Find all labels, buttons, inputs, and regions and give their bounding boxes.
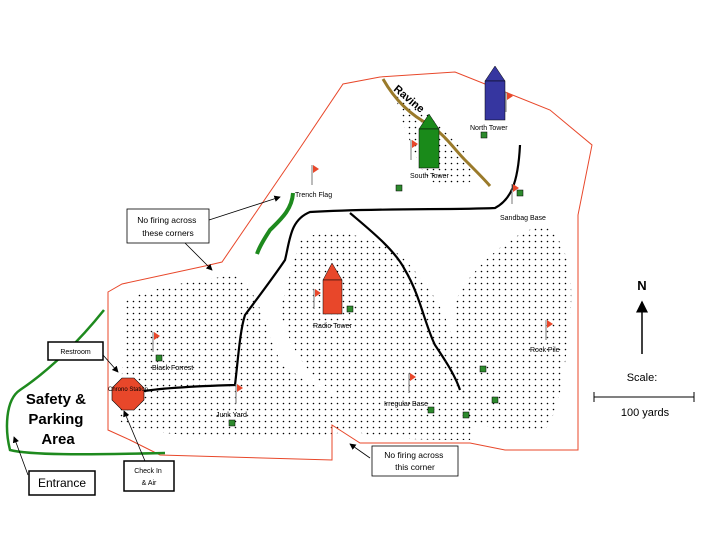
location-labels: North Tower South Tower Trench Flag Sand…	[152, 125, 560, 419]
rock-pile-label: Rock Pile	[530, 347, 560, 354]
svg-text:No firing across these c: No firing across these corners	[137, 215, 198, 238]
north-arrow: N	[636, 278, 648, 354]
flag-irregular	[408, 373, 416, 393]
flag-sandbag	[511, 184, 519, 204]
trench-flag-label: Trench Flag	[295, 192, 332, 199]
north-tower-label: North Tower	[470, 125, 508, 132]
flag-rock-pile	[545, 320, 553, 340]
chrono-station-label: Chrono Station	[108, 387, 148, 393]
junk-yard-label: Junk Yard	[216, 412, 247, 419]
svg-text:Check In & Air: Check In & Air	[134, 468, 164, 487]
south-tower-label: South Tower	[410, 173, 449, 180]
scale-bar: Scale: 100 yards	[593, 372, 695, 419]
svg-text:No firing across this co: No firing across this corner	[384, 450, 445, 472]
chrono-station: Chrono Station	[108, 377, 148, 411]
wooded-area-west	[120, 275, 350, 439]
north-tower	[484, 65, 506, 121]
trench	[255, 192, 295, 255]
callout-corners: No firing across these corners	[126, 195, 281, 271]
flag-north-tower	[505, 92, 513, 112]
scale-title: Scale:	[627, 372, 658, 384]
trail-branch	[349, 212, 462, 391]
scale-value: 100 yards	[621, 407, 670, 419]
field-boundary	[107, 71, 593, 461]
flag-junk-yard	[235, 384, 243, 404]
flag-south-tower	[410, 140, 418, 160]
flag-trench	[311, 165, 319, 185]
north-label: N	[637, 278, 646, 293]
black-forrest-label: Black Forrest	[152, 365, 193, 372]
ravine	[381, 78, 492, 187]
base-markers	[155, 131, 524, 427]
sandbag-base-label: Sandbag Base	[500, 215, 546, 222]
radio-tower	[322, 262, 343, 315]
svg-text:Restroom: Restroom	[60, 349, 91, 356]
main-trail	[137, 144, 522, 394]
flags	[152, 92, 553, 404]
wooded-area-east	[452, 225, 572, 432]
wooded-areas	[120, 95, 572, 440]
radio-tower-label: Radio Tower	[313, 323, 352, 330]
callout-restroom: Restroom	[47, 341, 119, 373]
south-tower	[418, 113, 440, 169]
svg-text:Entrance: Entrance	[38, 476, 86, 490]
safety-area-label: Safety & Parking Area	[26, 391, 90, 448]
callout-entrance: Entrance	[12, 436, 96, 496]
irregular-base-label: Irregular Base	[384, 401, 428, 408]
callout-corner: No firing across this corner	[349, 443, 459, 477]
flag-radio	[313, 289, 321, 309]
callout-checkin: Check In & Air	[123, 410, 175, 492]
flag-black-forrest	[152, 332, 160, 352]
